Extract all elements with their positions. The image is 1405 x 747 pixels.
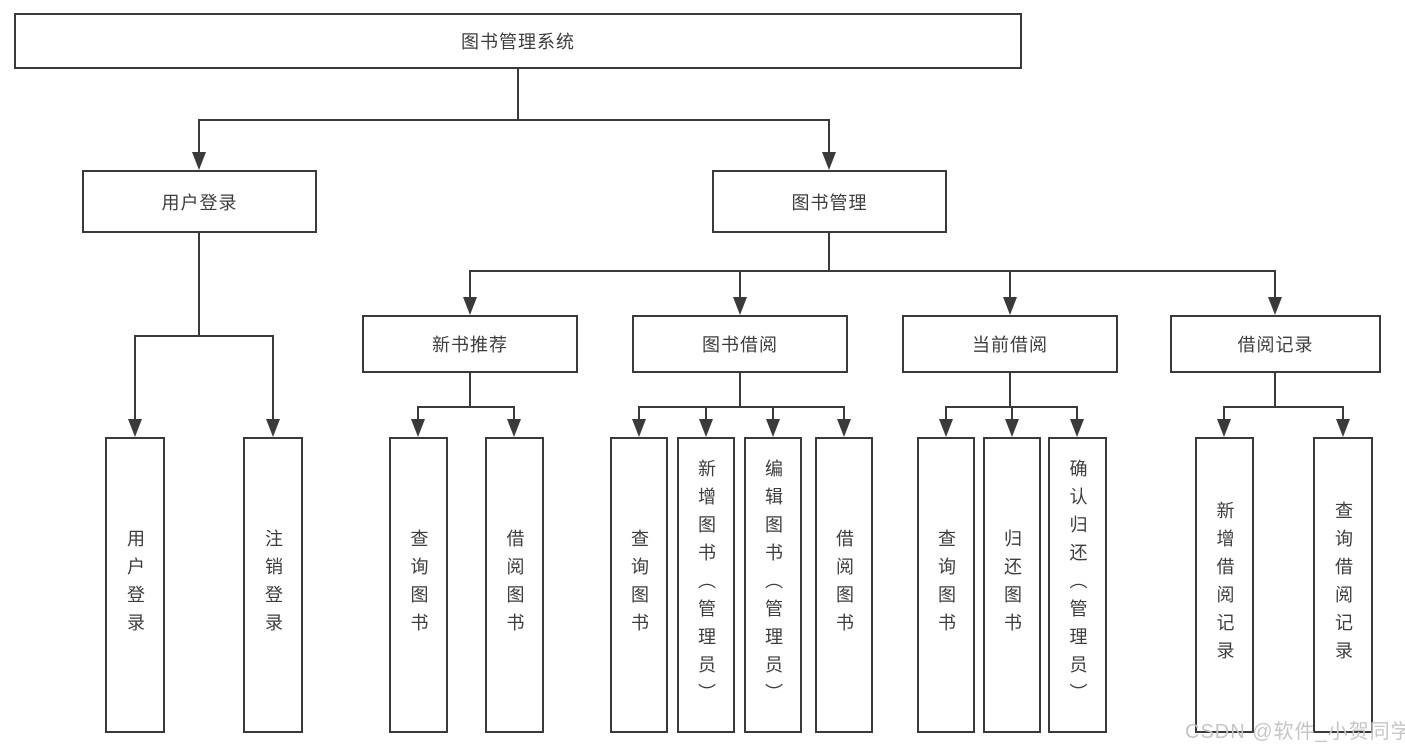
arrowhead-bb-query	[632, 419, 646, 437]
connector-l3-horizontal	[469, 270, 1276, 272]
node-logout: 注销登录	[243, 437, 303, 733]
connector-bb-drop-1	[638, 406, 640, 420]
node-user-login-label: 用户登录	[161, 192, 238, 213]
node-bb-add-book-label: 新增图书（管理员）	[696, 459, 716, 711]
arrowhead-login	[128, 419, 142, 437]
connector-cb-drop-2	[1011, 406, 1013, 420]
node-cb-confirm-return-label: 确认归还（管理员）	[1067, 459, 1088, 711]
node-book-mgmt-label: 图书管理	[791, 192, 868, 213]
node-bb-query-book: 查询图书	[610, 437, 668, 733]
node-borrow-record-label: 借阅记录	[1237, 335, 1314, 355]
arrowhead-logout	[266, 419, 280, 437]
arrowhead-new-book-rec	[463, 297, 477, 315]
connector-l1-horizontal	[198, 119, 830, 121]
csdn-watermark: CSDN @软件_小贺同学	[1185, 721, 1405, 743]
connector-br-drop-1	[1223, 406, 1225, 420]
connector-ul-stub	[198, 233, 200, 335]
connector-cb-drop-3	[1076, 406, 1078, 420]
arrowhead-nbr-query	[411, 419, 425, 437]
connector-nbr-stub	[469, 373, 471, 407]
node-nbr-query-book: 查询图书	[389, 437, 448, 733]
node-root-label: 图书管理系统	[461, 32, 575, 52]
node-cb-return-book: 归还图书	[983, 437, 1041, 733]
connector-ul-left-drop	[134, 335, 136, 419]
node-new-book-rec: 新书推荐	[362, 315, 578, 373]
node-bb-edit-book: 编辑图书（管理员）	[744, 437, 802, 733]
connector-l3-drop-1	[469, 270, 471, 298]
connector-nbr-horizontal	[417, 406, 515, 408]
connector-cb-stub	[1009, 373, 1011, 407]
node-bb-query-book-label: 查询图书	[629, 529, 649, 641]
node-bb-add-book: 新增图书（管理员）	[677, 437, 735, 733]
arrowhead-user-login	[192, 152, 206, 170]
connector-l3-drop-3	[1009, 270, 1011, 298]
arrowhead-br-add	[1217, 419, 1231, 437]
node-br-query-record: 查询借阅记录	[1313, 437, 1373, 733]
arrowhead-cb-query	[939, 419, 953, 437]
node-nbr-query-book-label: 查询图书	[408, 529, 429, 641]
node-bb-borrow-book: 借阅图书	[815, 437, 873, 733]
connector-bb-drop-2	[705, 406, 707, 420]
connector-nbr-drop-1	[417, 406, 419, 420]
arrowhead-br-query	[1336, 419, 1350, 437]
connector-l3-drop-4	[1274, 270, 1276, 298]
connector-l1-left-drop	[198, 119, 200, 152]
connector-bb-drop-4	[843, 406, 845, 420]
connector-br-stub	[1274, 373, 1276, 407]
arrowhead-cb-confirm	[1070, 419, 1084, 437]
node-login-label: 用户登录	[125, 529, 145, 641]
node-book-mgmt: 图书管理	[712, 170, 947, 233]
connector-l3-drop-2	[739, 270, 741, 298]
node-logout-label: 注销登录	[263, 529, 283, 641]
connector-ul-horizontal	[134, 335, 274, 337]
node-login: 用户登录	[105, 437, 165, 733]
arrowhead-book-borrow	[733, 297, 747, 315]
connector-br-horizontal	[1223, 406, 1344, 408]
arrowhead-nbr-borrow	[507, 419, 521, 437]
connector-br-drop-2	[1342, 406, 1344, 420]
arrowhead-bb-add	[699, 419, 713, 437]
node-new-book-rec-label: 新书推荐	[432, 335, 508, 355]
node-current-borrow-label: 当前借阅	[972, 335, 1048, 355]
node-br-query-record-label: 查询借阅记录	[1333, 501, 1353, 669]
node-book-borrow: 图书借阅	[632, 315, 848, 373]
node-br-add-record: 新增借阅记录	[1195, 437, 1254, 733]
node-bb-edit-book-label: 编辑图书（管理员）	[763, 459, 783, 711]
node-cb-confirm-return: 确认归还（管理员）	[1048, 437, 1107, 733]
connector-bm-stub	[828, 233, 830, 271]
arrowhead-bb-edit	[766, 419, 780, 437]
connector-bb-stub	[739, 373, 741, 407]
connector-ul-right-drop	[272, 335, 274, 419]
node-borrow-record: 借阅记录	[1170, 315, 1381, 373]
connector-bb-drop-3	[772, 406, 774, 420]
node-cb-query-book-label: 查询图书	[936, 529, 956, 641]
arrowhead-book-mgmt	[822, 152, 836, 170]
node-nbr-borrow-book: 借阅图书	[485, 437, 544, 733]
node-current-borrow: 当前借阅	[902, 315, 1118, 373]
node-root: 图书管理系统	[14, 13, 1022, 69]
connector-cb-drop-1	[945, 406, 947, 420]
arrowhead-bb-borrow	[837, 419, 851, 437]
connector-bb-horizontal	[638, 406, 845, 408]
node-nbr-borrow-book-label: 借阅图书	[504, 529, 525, 641]
connector-root-stub	[517, 69, 519, 120]
node-bb-borrow-book-label: 借阅图书	[834, 529, 854, 641]
connector-nbr-drop-2	[513, 406, 515, 420]
node-br-add-record-label: 新增借阅记录	[1214, 501, 1235, 669]
arrowhead-borrow-record	[1268, 297, 1282, 315]
arrowhead-current-borrow	[1003, 297, 1017, 315]
node-cb-return-book-label: 归还图书	[1002, 529, 1022, 641]
connector-l1-right-drop	[828, 119, 830, 152]
arrowhead-cb-return	[1005, 419, 1019, 437]
node-user-login: 用户登录	[82, 170, 317, 233]
node-book-borrow-label: 图书借阅	[702, 335, 778, 355]
node-cb-query-book: 查询图书	[917, 437, 975, 733]
